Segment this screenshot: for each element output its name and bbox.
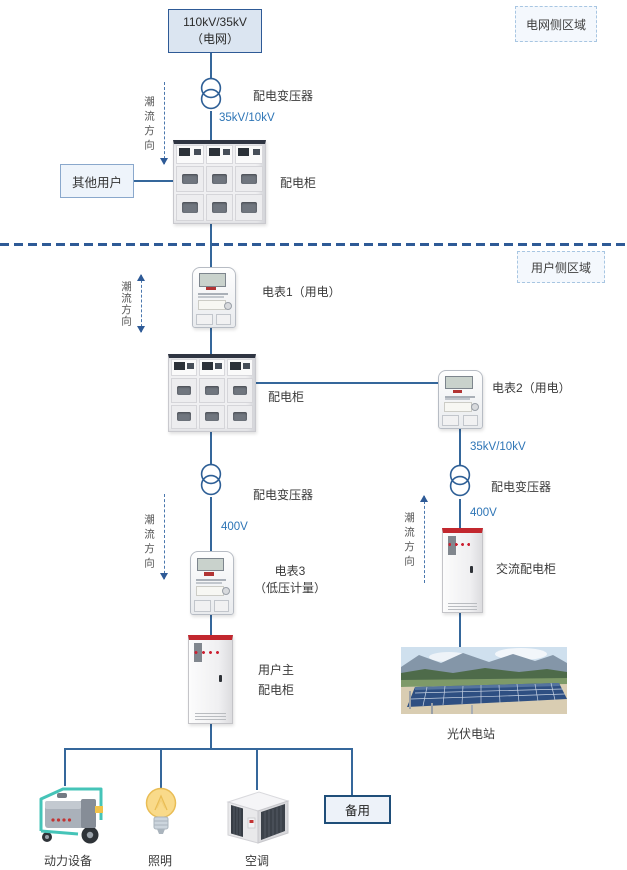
pv-station-label: 光伏电站	[447, 727, 496, 741]
connector-line	[160, 749, 162, 788]
flow-direction-label: 潮流方向	[143, 514, 155, 572]
flow-direction-grid: 潮流方向	[142, 82, 172, 165]
connector-line	[256, 749, 258, 790]
load-label-power-equipment: 动力设备	[43, 854, 92, 868]
transformer1-label: 配电变压器	[253, 89, 314, 103]
switchgear-bay	[176, 145, 204, 221]
region-grid-side-label: 电网侧区域	[525, 17, 586, 32]
connector-line	[210, 724, 212, 749]
flow-arrow-down-icon	[160, 82, 168, 165]
switchgear-cabinet-grid	[173, 140, 266, 224]
flow-direction-meter1: 潮流方向	[119, 274, 149, 333]
flow-direction-pv: 潮流方向	[402, 495, 432, 583]
flow-direction-label: 潮流方向	[120, 281, 132, 327]
switchgear-bay	[205, 145, 234, 221]
flow-direction-lv: 潮流方向	[142, 494, 172, 580]
region-user-side-label: 用户侧区域	[530, 260, 591, 275]
transformer-icon	[200, 77, 222, 110]
switchgear-bay	[171, 359, 197, 430]
connector-line	[134, 180, 173, 182]
flow-arrow-bidirectional-icon	[137, 274, 145, 333]
grid-source-name: （电网）	[190, 32, 239, 46]
meter3-label: 电表3 （低压计量）	[246, 563, 334, 597]
connector-line	[256, 382, 438, 384]
connector-line	[210, 52, 212, 79]
air-conditioner-icon	[226, 791, 290, 844]
load-label-air-conditioning: 空调	[244, 854, 269, 868]
grid-user-divider-line	[0, 243, 627, 246]
transformer2-label: 配电变压器	[253, 488, 314, 502]
meter3-label-line2: （低压计量）	[253, 581, 326, 595]
load-bus-line	[64, 748, 353, 750]
region-grid-side-box: 电网侧区域	[515, 6, 597, 42]
switchgear-bay	[235, 145, 264, 221]
grid-source-voltage: 110kV/35kV	[183, 15, 247, 29]
generator-icon	[39, 787, 103, 844]
ac-distribution-cabinet	[442, 528, 483, 613]
connector-line	[64, 749, 66, 786]
voltage-400v-label-2: 400V	[470, 507, 497, 519]
switchgear-bay	[227, 359, 253, 430]
main-cabinet-label-line1: 用户主	[258, 663, 295, 677]
connector-line	[459, 429, 461, 466]
grid-source-box: 110kV/35kV （电网）	[168, 9, 262, 53]
meter1-label: 电表1（用电）	[262, 285, 341, 299]
voltage-35kv-10kv-label: 35kV/10kV	[219, 112, 275, 124]
region-user-side-box: 用户侧区域	[517, 251, 605, 283]
meter2-label: 电表2（用电）	[492, 381, 571, 395]
pv-station-photo	[401, 647, 567, 714]
main-distribution-cabinet	[188, 635, 233, 724]
main-cabinet-label-line2: 配电柜	[258, 683, 295, 697]
connector-line	[459, 499, 461, 529]
spare-feeder-box: 备用	[324, 795, 391, 824]
meter-3	[190, 551, 234, 615]
meter-1	[192, 267, 236, 328]
flow-arrow-up-icon	[420, 495, 428, 583]
voltage-400v-label-1: 400V	[221, 521, 248, 533]
connector-line	[210, 224, 212, 268]
connector-line	[210, 111, 212, 141]
transformer-icon	[200, 463, 222, 496]
voltage-35kv-10kv-label-2: 35kV/10kV	[470, 441, 526, 453]
transformer-icon	[449, 464, 471, 497]
connector-line	[210, 432, 212, 466]
connector-line	[351, 749, 353, 795]
connector-line	[459, 613, 461, 648]
other-users-label: 其他用户	[71, 175, 122, 190]
other-users-box: 其他用户	[60, 164, 134, 198]
connector-line	[210, 497, 212, 551]
spare-feeder-label: 备用	[344, 804, 370, 818]
ac-cabinet-label: 交流配电柜	[496, 562, 557, 576]
cabinet1-label: 配电柜	[280, 176, 317, 190]
connector-line	[210, 614, 212, 636]
meter-2	[438, 370, 483, 429]
cabinet2-label: 配电柜	[268, 390, 305, 404]
switchgear-bay	[199, 359, 225, 430]
flow-direction-label: 潮流方向	[403, 512, 415, 570]
switchgear-cabinet-user	[168, 354, 256, 432]
flow-arrow-down-icon	[160, 494, 168, 580]
flow-direction-label: 潮流方向	[143, 96, 155, 154]
transformer3-label: 配电变压器	[491, 480, 552, 494]
lighting-bulb-icon	[145, 787, 177, 834]
connector-line	[210, 328, 212, 355]
main-cabinet-label: 用户主 配电柜	[258, 660, 294, 700]
meter3-label-line1: 电表3	[274, 564, 306, 578]
load-label-lighting: 照明	[147, 854, 172, 868]
